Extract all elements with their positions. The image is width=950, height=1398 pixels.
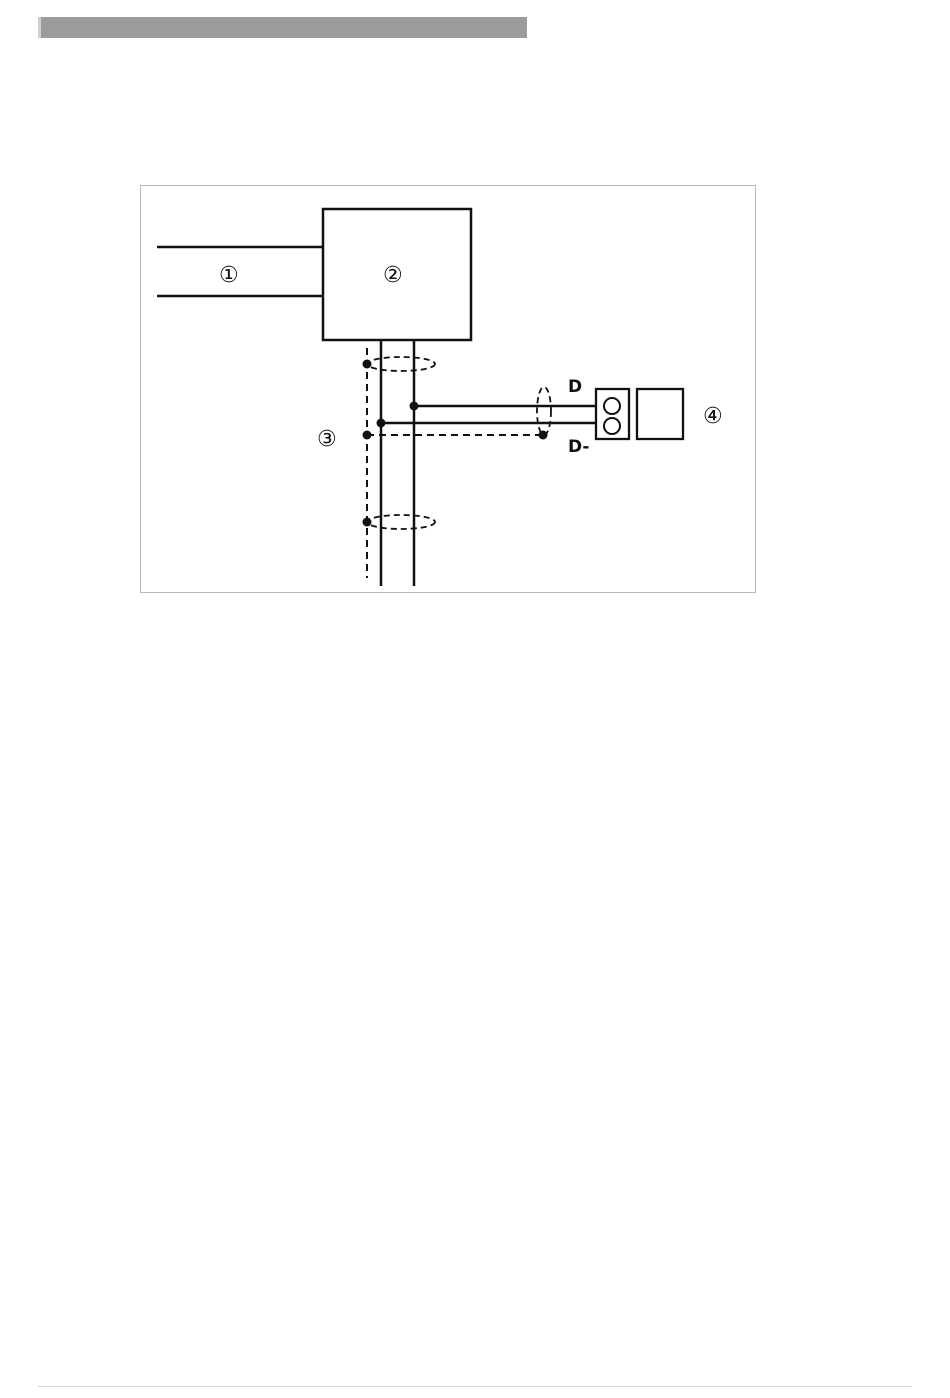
wiring-diagram-svg: ① ② ③ ④ D D- — [141, 186, 757, 594]
wiring-diagram: ① ② ③ ④ D D- — [140, 185, 756, 593]
bus-shield-ellipse-bottom — [367, 515, 435, 529]
header-bar — [38, 17, 527, 38]
callout-4: ④ — [703, 404, 723, 429]
branch-shield-ellipse — [537, 387, 551, 435]
junction-dot-shield-end — [539, 431, 548, 440]
junction-dot-shield-top — [363, 360, 372, 369]
junction-dot-shield-bottom — [363, 518, 372, 527]
device-box — [637, 389, 683, 439]
pin-label-d: D — [568, 377, 582, 397]
bus-shield-ellipse-top — [367, 357, 435, 371]
pin-label-d-minus: D- — [568, 437, 589, 457]
junction-dot-d-minus — [377, 419, 386, 428]
callout-1: ① — [219, 263, 239, 288]
callout-3: ③ — [317, 427, 337, 452]
callout-2: ② — [383, 263, 403, 288]
junction-dot-shield-branch — [363, 431, 372, 440]
junction-dot-d — [410, 402, 419, 411]
footer-rule — [38, 1386, 912, 1387]
